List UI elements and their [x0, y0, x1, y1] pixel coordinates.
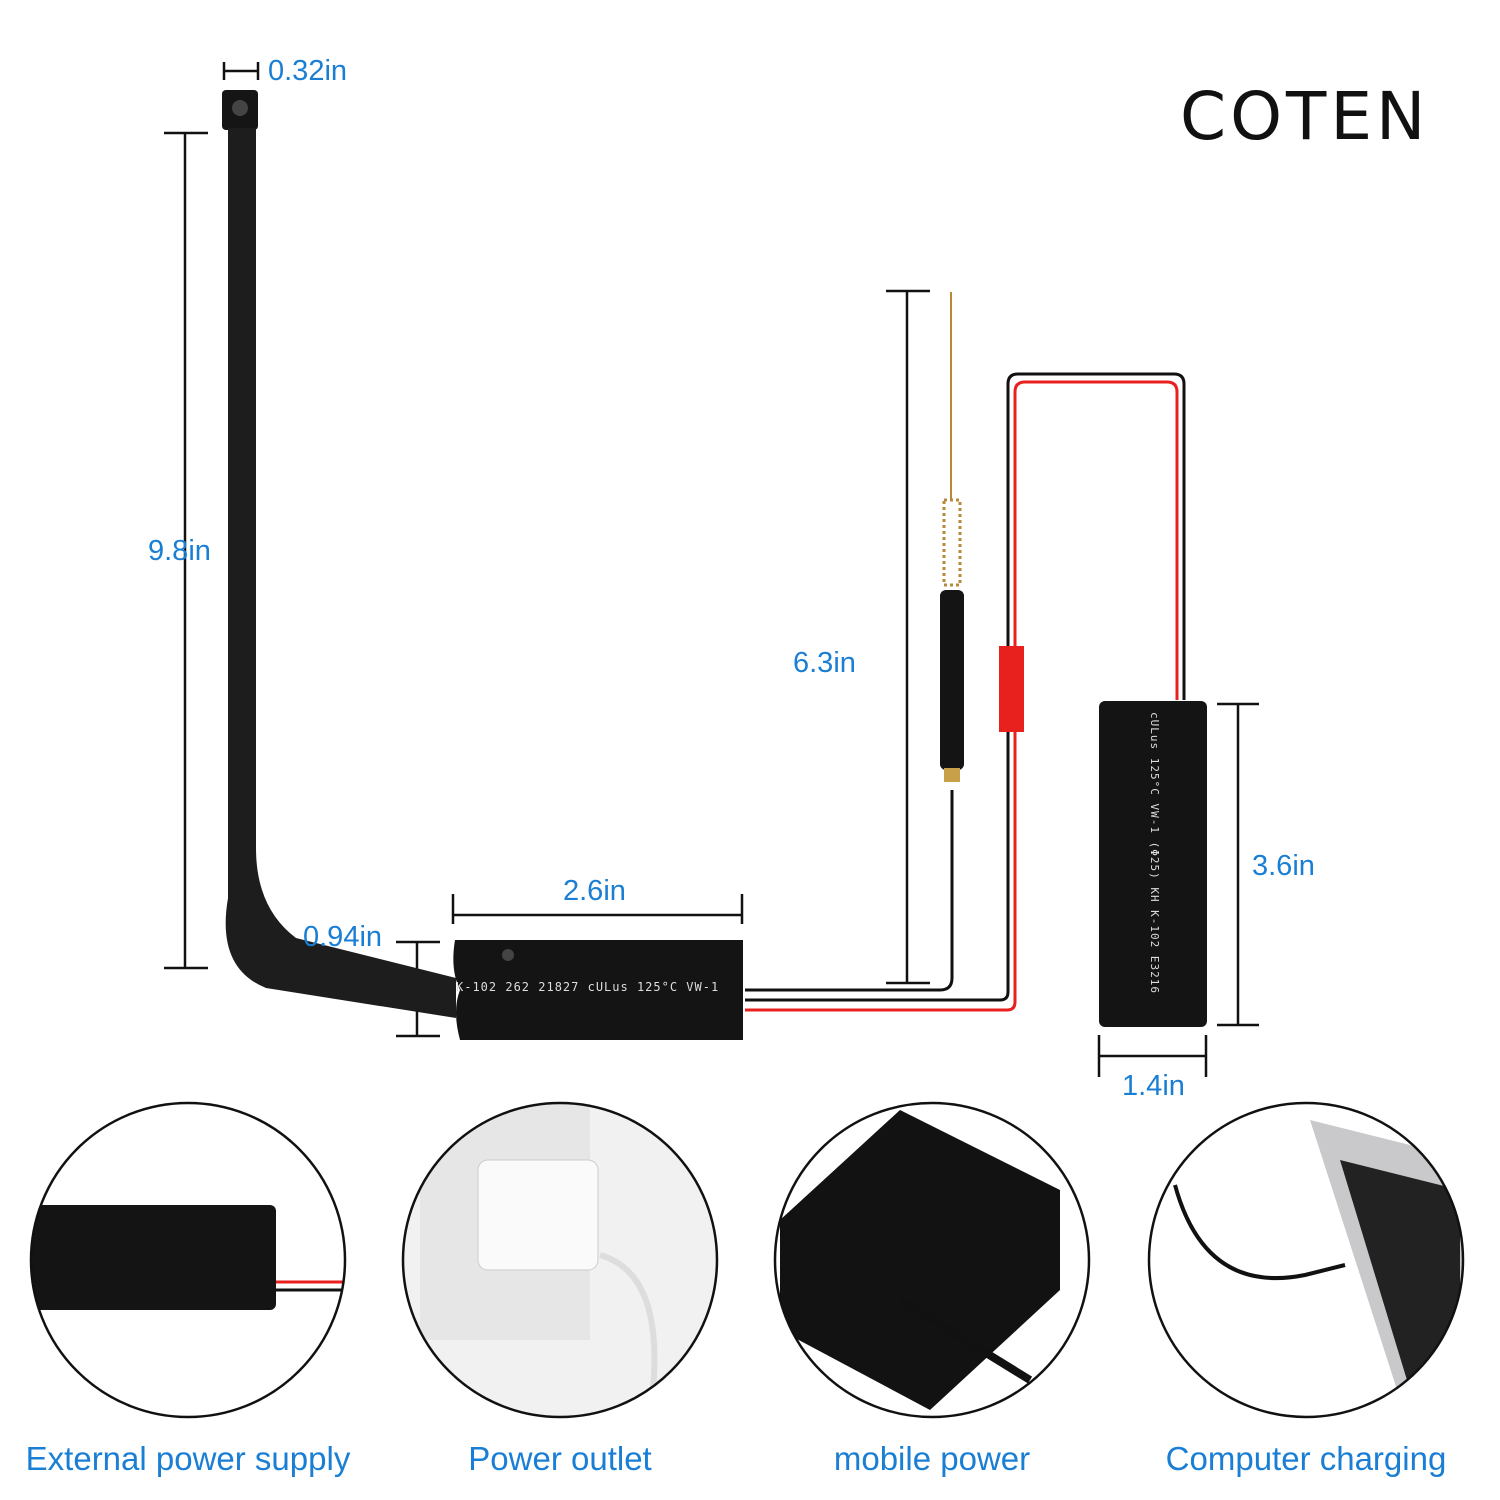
caption-computer-charging: Computer charging — [1165, 1440, 1447, 1477]
module-length-label: 2.6in — [563, 875, 626, 907]
dim-battery-length — [1217, 702, 1259, 1027]
dim-module-length — [451, 894, 744, 924]
laptop-image — [1173, 1120, 1463, 1417]
dim-camera-width — [222, 62, 260, 80]
brand-logo: COTEN — [1180, 78, 1430, 155]
battery-width-label: 1.4in — [1122, 1070, 1185, 1102]
caption-power-outlet: Power outlet — [468, 1440, 652, 1477]
wifi-module — [453, 940, 743, 1040]
antenna-length-label: 6.3in — [793, 647, 856, 679]
battery-length-label: 3.6in — [1252, 850, 1315, 882]
antenna — [940, 292, 964, 782]
battery-pack — [1099, 701, 1207, 1027]
wall-charger-image — [403, 1103, 717, 1417]
cable-length-label: 9.8in — [148, 535, 211, 567]
red-connector — [999, 646, 1024, 732]
dim-cable-length — [164, 131, 208, 970]
power-option-circles — [29, 1101, 1465, 1419]
dimension-lines — [164, 62, 1259, 1077]
caption-mobile-power: mobile power — [833, 1440, 1031, 1477]
camera-width-label: 0.32in — [268, 55, 348, 87]
module-height-label: 0.94in — [303, 921, 383, 953]
caption-external-power: External power supply — [25, 1440, 351, 1477]
battery-print-text: cULus 125°C VW-1 (Φ25) KH K-102 E3216 — [1148, 712, 1161, 995]
dim-antenna-length — [886, 289, 930, 985]
module-print-text: K-102 262 21827 cULus 125°C VW-1 — [456, 980, 720, 994]
battery-closeup-image — [31, 1205, 345, 1310]
power-bank-image — [780, 1110, 1060, 1410]
dim-battery-width — [1097, 1035, 1208, 1077]
wires — [745, 372, 1186, 1012]
camera-cable — [222, 90, 456, 1018]
